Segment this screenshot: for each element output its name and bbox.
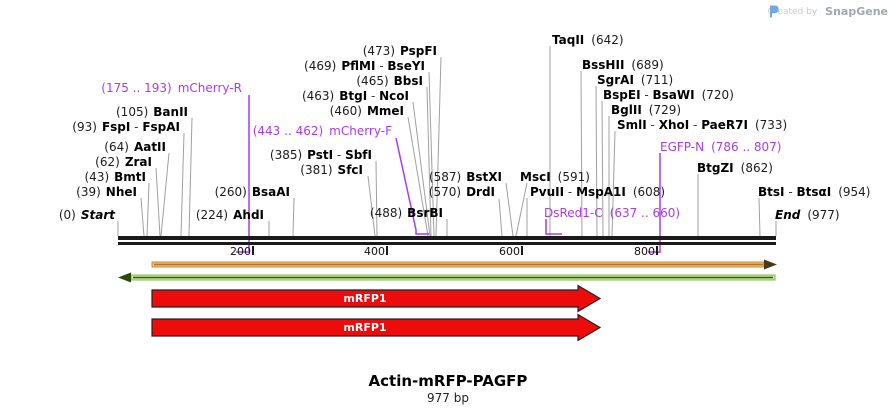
site-label-pvuii-mspa1i[interactable]: PvuII - MspA1I(608) bbox=[530, 185, 666, 199]
site-label-drdi[interactable]: (570)DrdI bbox=[428, 185, 495, 199]
site-label-bsshii[interactable]: BssHII(689) bbox=[582, 58, 664, 72]
site-label-btgi-ncoi[interactable]: (463)BtgI - NcoI bbox=[301, 89, 409, 103]
site-label-start: (0)Start bbox=[58, 208, 115, 222]
axis-tick-label-800: 800 bbox=[634, 245, 655, 258]
primer-label-dsred1-c[interactable]: DsRed1-C(637 .. 660) bbox=[544, 206, 681, 220]
site-label-taqii[interactable]: TaqII(642) bbox=[552, 33, 624, 47]
site-label-zrai[interactable]: (62)ZraI bbox=[95, 155, 152, 169]
primer-bracket-mcherry-f bbox=[395, 137, 429, 235]
site-label-nhei[interactable]: (39)NheI bbox=[76, 185, 137, 199]
site-label-fspi-fspai[interactable]: (93)FspI - FspAI bbox=[72, 120, 180, 134]
primer-bracket-dsred1-c bbox=[545, 219, 562, 235]
site-label-bspei-bsawi[interactable]: BspEI - BsaWI(720) bbox=[603, 88, 734, 102]
site-label-end: End(977) bbox=[775, 208, 840, 222]
feature-arrow-mrfp1-1[interactable] bbox=[151, 284, 602, 313]
site-label-pflmi-bseyi[interactable]: (469)PflMI - BseYI bbox=[304, 59, 425, 73]
site-label-psti-sbfi[interactable]: (385)PstI - SbfI bbox=[269, 148, 372, 162]
site-label-sgrai[interactable]: SgrAI(711) bbox=[597, 73, 674, 87]
site-label-smli-xhoi-paer7i[interactable]: SmlI - XhoI - PaeR7I(733) bbox=[617, 118, 788, 132]
axis-tick-label-400: 400 bbox=[364, 245, 385, 258]
forward-strand-arrow[interactable] bbox=[151, 259, 777, 270]
primer-label-egfp-n[interactable]: EGFP-N(786 .. 807) bbox=[660, 140, 782, 154]
axis-tick-label-200: 200 bbox=[230, 245, 251, 258]
axis-ticks bbox=[252, 246, 658, 255]
site-label-mmei[interactable]: (460)MmeI bbox=[329, 104, 404, 118]
axis-tick-label-600: 600 bbox=[499, 245, 520, 258]
site-label-ahdi[interactable]: (224)AhdI bbox=[195, 208, 264, 222]
site-label-pspfi[interactable]: (473)PspFI bbox=[362, 44, 437, 58]
site-label-bbsi[interactable]: (465)BbsI bbox=[356, 74, 423, 88]
watermark: Created by SnapGene bbox=[768, 5, 888, 18]
primer-label-mcherry-r[interactable]: (175 .. 193)mCherry-R bbox=[101, 81, 242, 95]
leader-lines bbox=[117, 46, 777, 237]
site-label-btsi-btsai[interactable]: BtsI - BtsαI(954) bbox=[758, 185, 871, 199]
feature-label-mrfp1-2: mRFP1 bbox=[343, 321, 387, 334]
feature-arrow-mrfp1-2[interactable] bbox=[151, 313, 602, 342]
site-label-bstxi[interactable]: (587)BstXI bbox=[428, 170, 502, 184]
feature-label-mrfp1-1: mRFP1 bbox=[343, 292, 387, 305]
site-label-banii[interactable]: (105)BanII bbox=[116, 105, 188, 119]
site-label-bsaai[interactable]: (260)BsaAI bbox=[214, 185, 290, 199]
site-label-sfci[interactable]: (381)SfcI bbox=[300, 163, 363, 177]
page-title: Actin-mRFP-PAGFP bbox=[368, 372, 528, 390]
site-label-aatii[interactable]: (64)AatII bbox=[104, 140, 166, 154]
sequence-line bbox=[118, 236, 776, 245]
created-by-text: Created by bbox=[767, 6, 818, 17]
sequence-length: 977 bp bbox=[427, 391, 469, 405]
site-label-bmti[interactable]: (43)BmtI bbox=[84, 170, 147, 184]
primer-label-mcherry-f[interactable]: (443 .. 462)mCherry-F bbox=[252, 124, 392, 138]
snapgene-brand-text: SnapGene bbox=[825, 5, 888, 18]
site-label-bsrbi[interactable]: (488)BsrBI bbox=[369, 206, 443, 220]
site-label-msci[interactable]: MscI(591) bbox=[520, 170, 590, 184]
site-label-bglii[interactable]: BglII(729) bbox=[611, 103, 682, 117]
site-label-btgzi[interactable]: BtgZI(862) bbox=[697, 161, 773, 175]
reverse-strand-arrow[interactable] bbox=[118, 272, 776, 283]
